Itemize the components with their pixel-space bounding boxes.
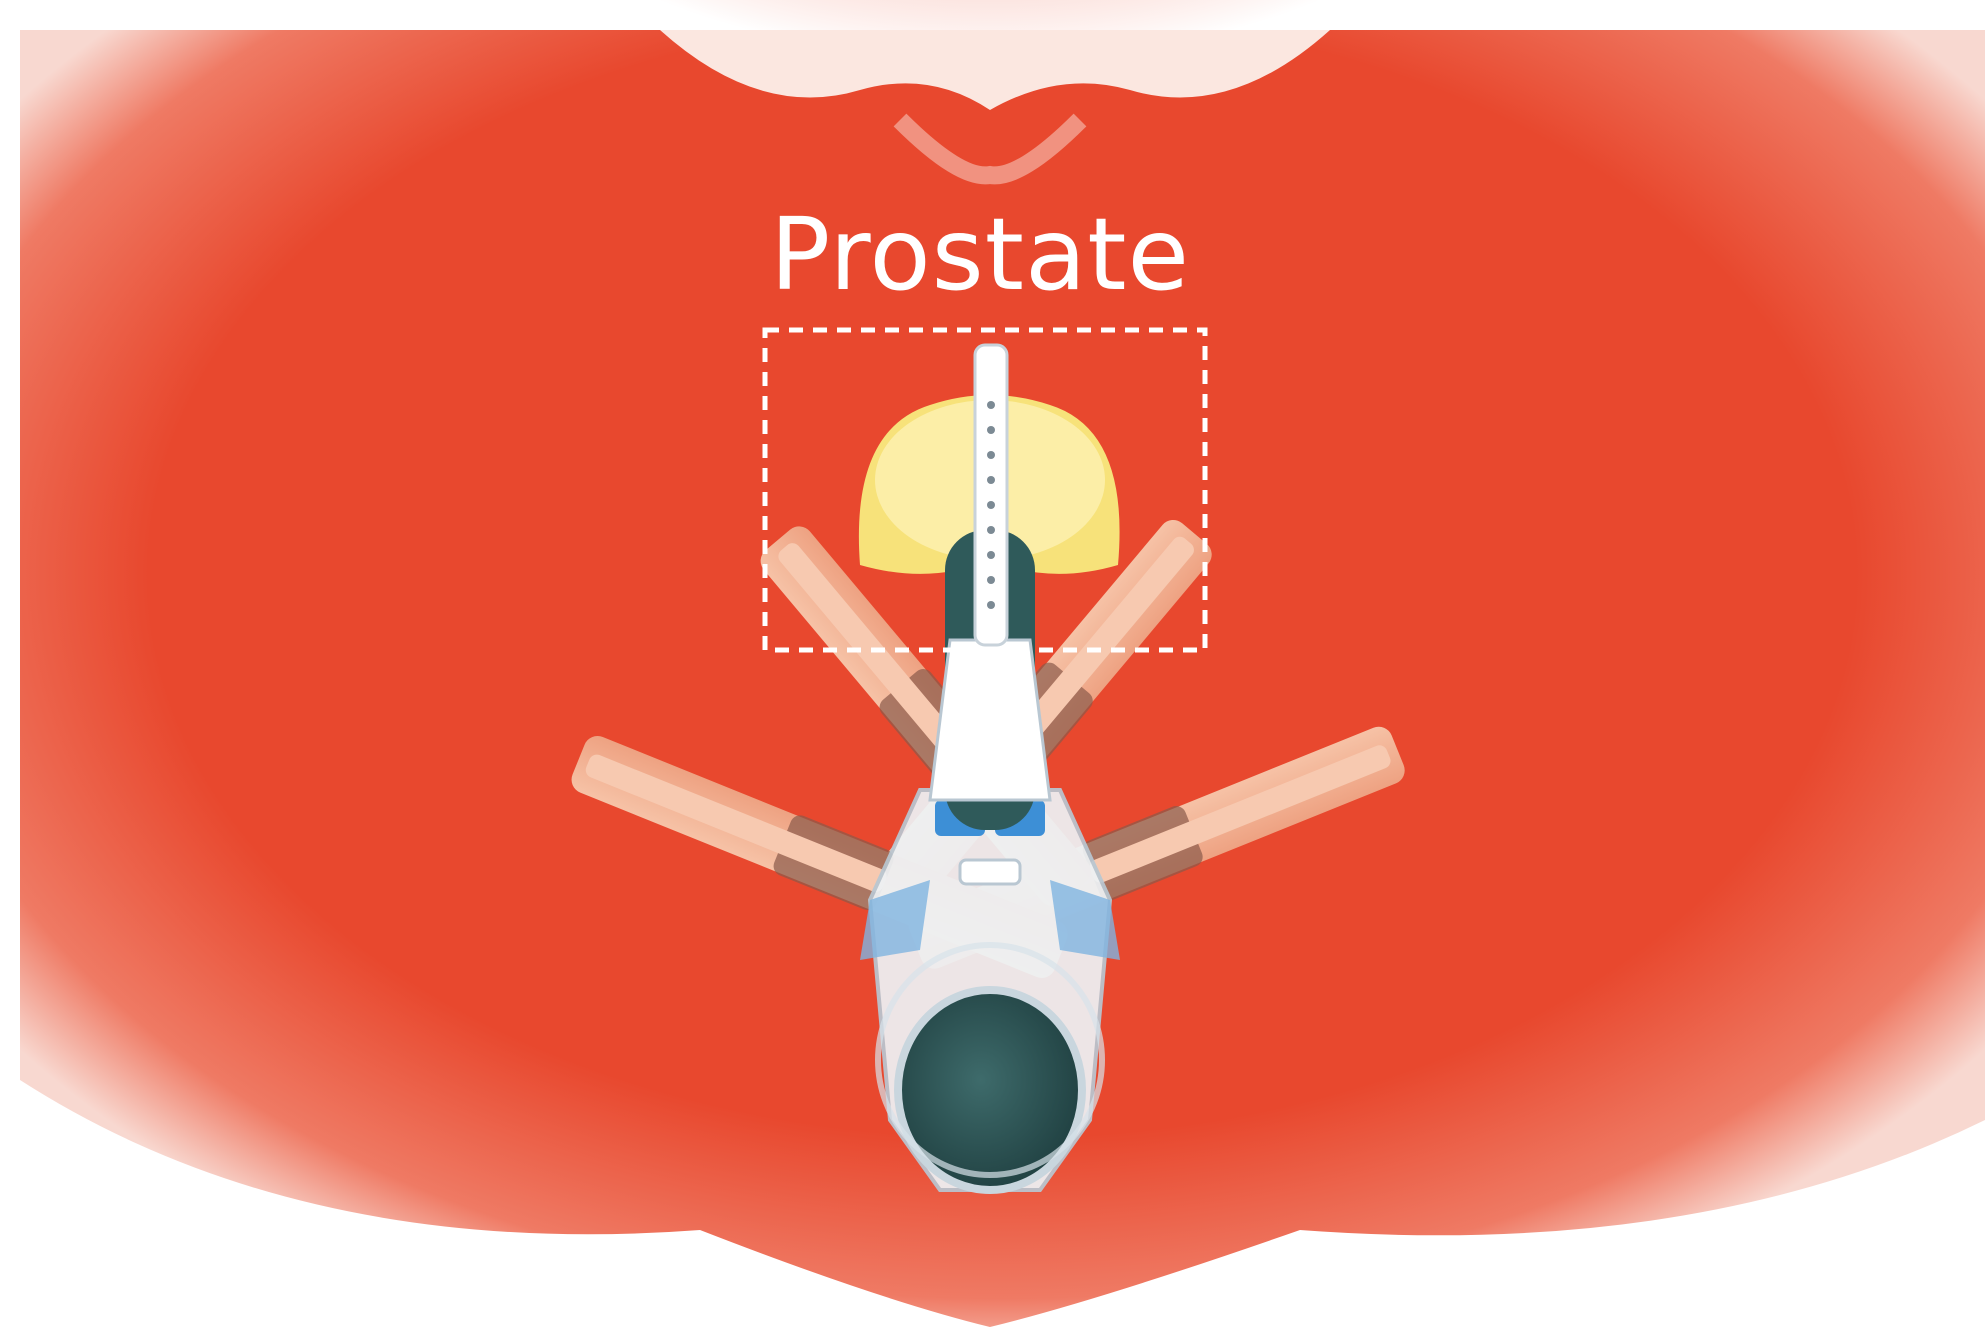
probe-latch (960, 860, 1020, 884)
probe-sheath (930, 640, 1050, 800)
prostate-label: Prostate (680, 195, 1280, 315)
needle-guide-holes (987, 401, 995, 609)
needle-guide (975, 345, 1007, 645)
probe-head (898, 990, 1082, 1190)
